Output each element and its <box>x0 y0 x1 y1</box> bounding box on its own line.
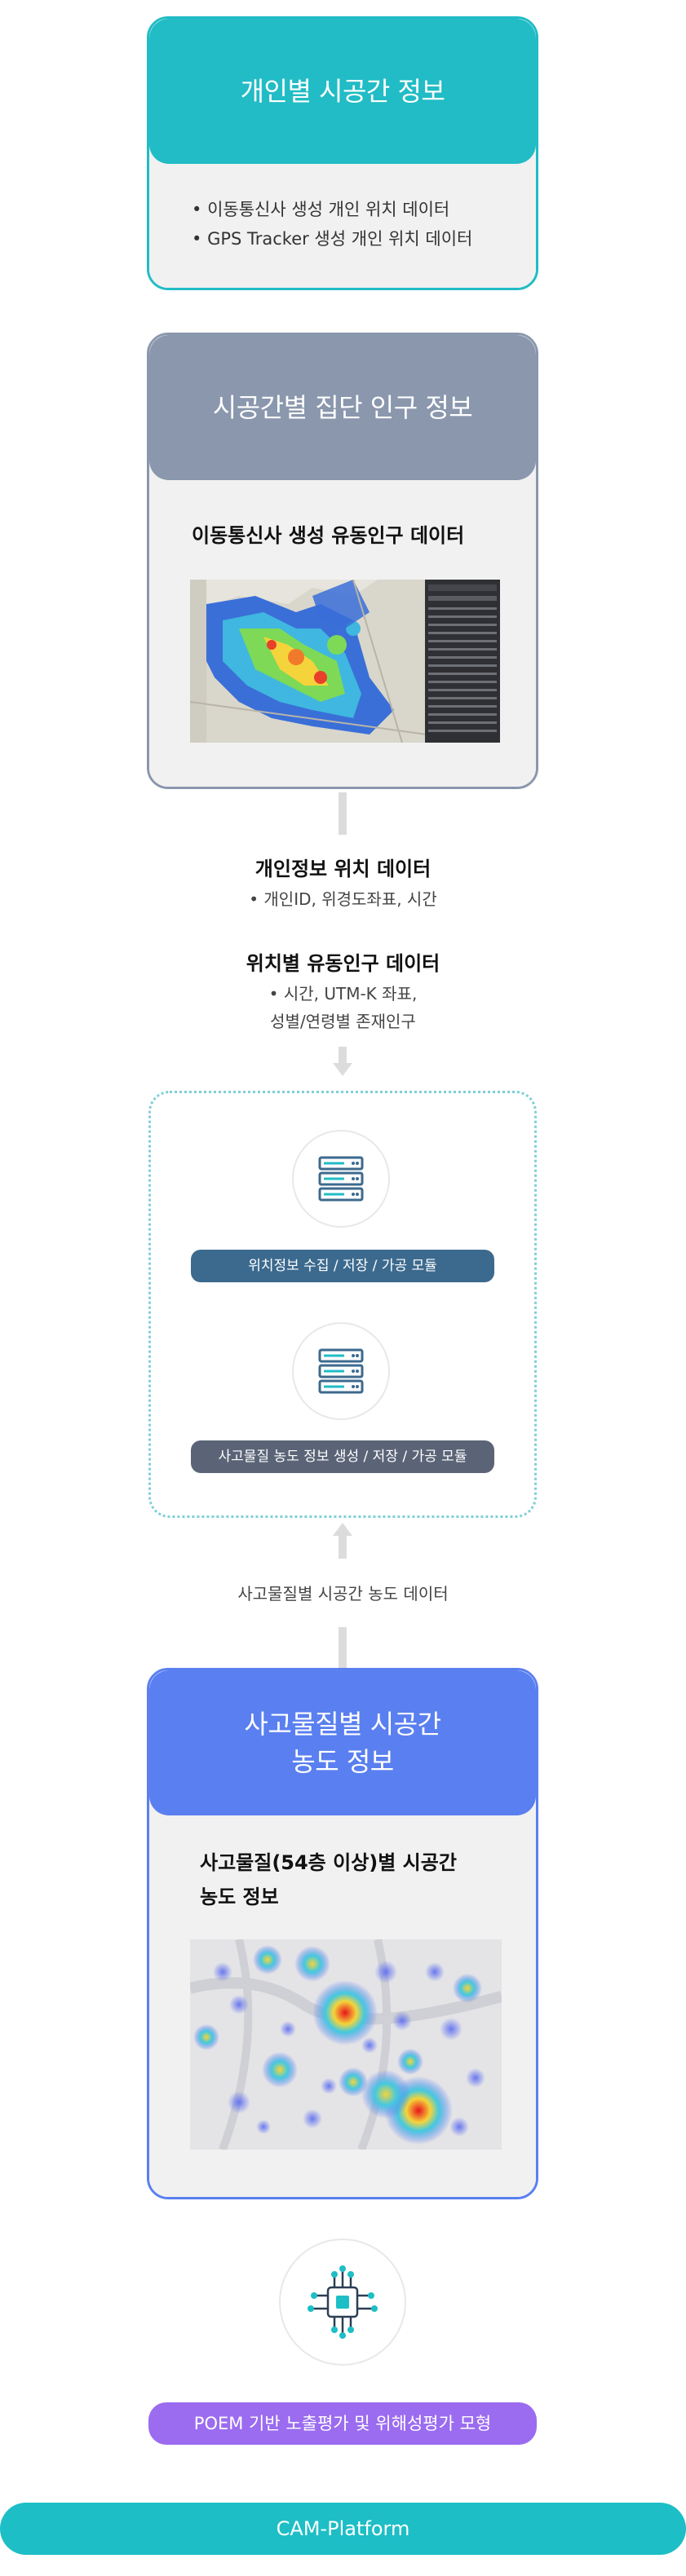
cam-platform-bar: CAM-Platform <box>0 2503 686 2555</box>
arrow-down-icon <box>333 1063 352 1076</box>
connector-line <box>339 792 347 835</box>
personal-spatiotemporal-card: 개인별 시공간 정보 이동통신사 생성 개인 위치 데이터 GPS Tracke… <box>147 16 538 290</box>
bullet-item: GPS Tracker 생성 개인 위치 데이터 <box>192 224 472 254</box>
connector-line <box>339 1047 347 1063</box>
group-population-card: 시공간별 집단 인구 정보 이동통신사 생성 유동인구 데이터 <box>147 333 538 789</box>
bullet-item: 이동통신사 생성 개인 위치 데이터 <box>192 195 472 224</box>
personal-location-data-title: 개인정보 위치 데이터 <box>254 858 432 880</box>
card-header: 시공간별 집단 인구 정보 <box>149 335 536 480</box>
card-subtitle-line1: 사고물질(54층 이상)별 시공간 <box>200 1851 457 1874</box>
substance-concentration-card: 사고물질별 시공간 농도 정보 사고물질(54층 이상)별 시공간 농도 정보 <box>147 1668 538 2199</box>
card-title-line1: 사고물질별 시공간 <box>244 1709 441 1740</box>
floating-population-data-line2: 성별/연령별 존재인구 <box>270 1012 416 1031</box>
population-map-image <box>190 580 500 743</box>
concentration-map-image <box>190 1939 502 2150</box>
server-icon <box>292 1130 390 1228</box>
server-icon <box>292 1322 390 1420</box>
card-title: 개인별 시공간 정보 <box>240 76 445 107</box>
concentration-data-label: 사고물질별 시공간 농도 데이터 <box>237 1584 449 1603</box>
location-module-label: 위치정보 수집 / 저장 / 가공 모듈 <box>191 1250 494 1282</box>
floating-population-data-line1: • 시간, UTM-K 좌표, <box>268 984 418 1003</box>
card-subtitle-line2: 농도 정보 <box>200 1886 279 1908</box>
card-subtitle: 이동통신사 생성 유동인구 데이터 <box>192 524 465 547</box>
bullet-list: 이동통신사 생성 개인 위치 데이터 GPS Tracker 생성 개인 위치 … <box>192 195 472 254</box>
card-header: 사고물질별 시공간 농도 정보 <box>149 1670 536 1815</box>
card-title-line2: 농도 정보 <box>291 1746 394 1777</box>
ai-chip-icon <box>279 2239 406 2366</box>
personal-location-data-desc: • 개인ID, 위경도좌표, 시간 <box>249 889 437 909</box>
processing-modules-group <box>148 1091 537 1518</box>
connector-line <box>339 1536 347 1559</box>
population-heatmap-graphic <box>190 580 500 743</box>
connector-line <box>339 1627 347 1668</box>
concentration-heatmap-graphic <box>190 1939 502 2150</box>
poem-model-label: POEM 기반 노출평가 및 위해성평가 모형 <box>148 2402 537 2445</box>
concentration-module-label: 사고물질 농도 정보 생성 / 저장 / 가공 모듈 <box>191 1440 494 1473</box>
card-header: 개인별 시공간 정보 <box>149 19 536 164</box>
arrow-up-icon <box>333 1523 352 1536</box>
card-title: 시공간별 집단 인구 정보 <box>212 392 473 423</box>
floating-population-data-title: 위치별 유동인구 데이터 <box>246 952 440 975</box>
